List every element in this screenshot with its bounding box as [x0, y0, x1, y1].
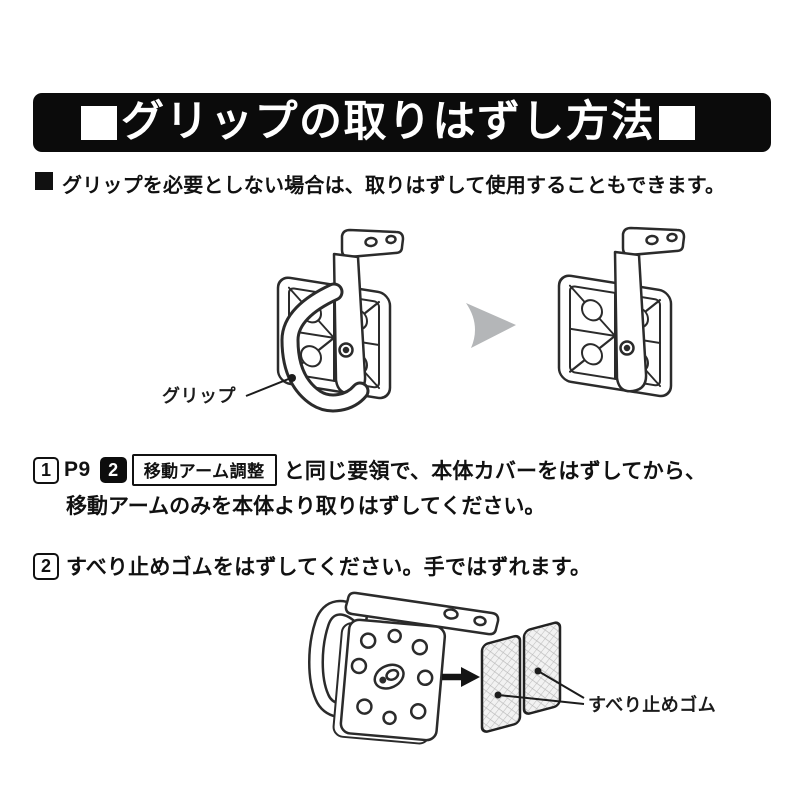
rubber-pads-illustration — [480, 621, 562, 733]
grip-callout-dot — [288, 374, 296, 382]
step-2-number-box: 2 — [33, 552, 59, 580]
intro-text: グリップを必要としない場合は、取りはずして使用することもできます。 — [62, 175, 726, 197]
grip-leader-line — [245, 377, 292, 397]
step-1: 1 P9 2 移動アーム調整 と同じ要領で、本体カバーをはずしてから、 — [33, 454, 706, 486]
step-2-text: すべり止めゴムをはずしてください。手ではずれます。 — [66, 556, 592, 579]
step-1-number-box: 1 — [33, 456, 59, 484]
bracket-plate-illustration — [308, 591, 500, 745]
step-1-page-ref: P9 — [64, 458, 91, 481]
figure-grip-removal: グリップ — [0, 222, 800, 432]
figure-rubber-removal: すべり止めゴム — [0, 585, 800, 790]
grip-label: グリップ — [162, 386, 236, 406]
title-banner: グリップの取りはずし方法 — [33, 93, 771, 152]
step-1-ref-label-box: 移動アーム調整 — [131, 454, 277, 486]
bracket-with-grip-illustration — [245, 228, 405, 413]
rubber-leader-lines — [494, 667, 585, 705]
step-1-text-line-1: と同じ要領で、本体カバーをはずしてから、 — [283, 460, 707, 483]
rubber-removal-illustration — [308, 591, 585, 745]
rubber-label: すべり止めゴム — [588, 695, 717, 715]
header-square-left-icon — [81, 105, 117, 140]
header-square-right-icon — [659, 105, 695, 140]
grip-removal-illustration — [245, 226, 686, 413]
step-1-text-line-2: 移動アームのみを本体より取りはずしてください。 — [66, 495, 546, 518]
intro-note: グリップを必要としない場合は、取りはずして使用することもできます。 — [35, 169, 725, 198]
bullet-square-icon — [35, 172, 53, 190]
transition-arrow-icon — [466, 303, 516, 348]
page-title: グリップの取りはずし方法 — [121, 98, 655, 146]
step-1-ref-step-badge: 2 — [99, 457, 127, 483]
bracket-without-grip-illustration — [557, 226, 686, 399]
removal-arrow-icon — [442, 667, 480, 687]
step-2: 2 すべり止めゴムをはずしてください。手ではずれます。 — [33, 551, 591, 581]
